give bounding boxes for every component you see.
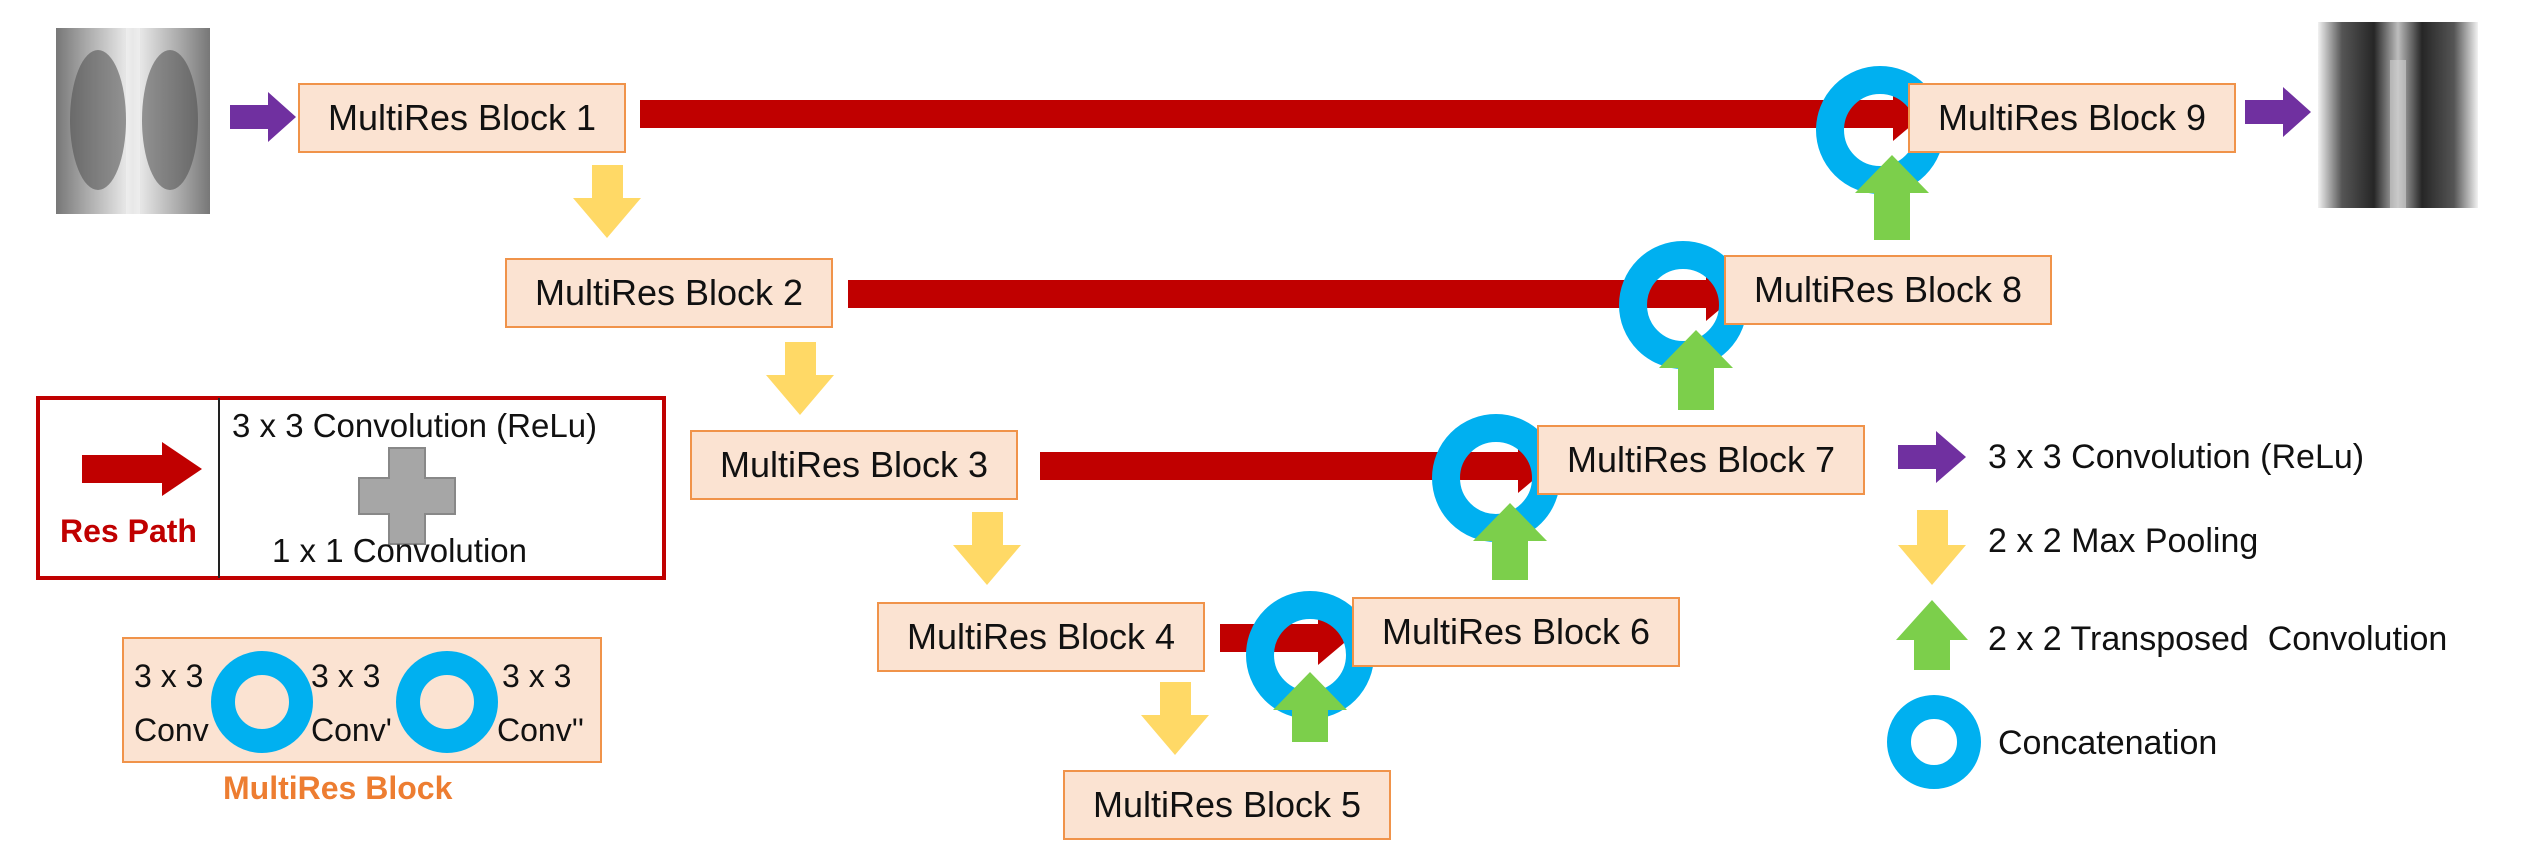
pool-arrow-3 [953,512,1021,585]
multires-block-7: MultiRes Block 7 [1537,425,1865,495]
multires-legend-row1-2: 3 x 3 [311,658,381,694]
conv-arrow-output [2245,87,2311,137]
respath-legend-conv1: 1 x 1 Convolution [272,532,527,569]
plus-icon [358,447,456,545]
respath-legend-box [36,396,666,580]
multires-block-3: MultiRes Block 3 [690,430,1018,500]
respath-legend-title: Res Path [60,513,197,549]
multires-block-4: MultiRes Block 4 [877,602,1205,672]
respath-legend-conv3: 3 x 3 Convolution (ReLu) [232,407,598,444]
multires-legend-ring-2 [396,651,498,753]
multires-block-6: MultiRes Block 6 [1352,597,1680,667]
legend-concat-icon [1887,695,1981,789]
legend-pool-label: 2 x 2 Max Pooling [1988,522,2259,560]
multires-legend-row1-3: 3 x 3 [502,658,572,694]
transposed-arrow-7-8 [1659,330,1733,410]
multires-block-1: MultiRes Block 1 [298,83,626,153]
multires-legend-box [122,637,602,763]
res-path-arrow-2-8 [848,267,1738,321]
respath-legend-arrow [82,442,202,496]
multires-block-9: MultiRes Block 9 [1908,83,2236,153]
legend-transposed-label: 2 x 2 Transposed Convolution [1988,620,2448,658]
legend-conv-label: 3 x 3 Convolution (ReLu) [1988,438,2365,476]
multires-block-8: MultiRes Block 8 [1724,255,2052,325]
conv-arrow-input [230,92,296,142]
multires-legend-title: MultiRes Block [223,770,453,806]
pool-arrow-1 [573,165,641,238]
legend-concat-label: Concatenation [1998,724,2218,762]
xray-output-image [2318,22,2478,208]
legend-pool-icon [1898,510,1966,585]
multires-block-2: MultiRes Block 2 [505,258,833,328]
transposed-arrow-6-7 [1473,503,1547,580]
multires-legend-row1-1: 3 x 3 [134,658,204,694]
multires-legend-row2-1: Conv [134,712,209,748]
transposed-arrow-8-9 [1855,155,1929,240]
multires-legend-row2-3: Conv'' [497,712,584,748]
pool-arrow-4 [1141,682,1209,755]
multires-legend-ring-1 [211,651,313,753]
res-path-arrow-1-9 [640,87,1925,141]
multires-legend-row2-2: Conv' [311,712,392,748]
xray-input-image [56,28,210,214]
legend-transposed-icon [1896,600,1968,670]
multires-block-5: MultiRes Block 5 [1063,770,1391,840]
legend-conv-icon [1898,431,1966,483]
pool-arrow-2 [766,342,834,415]
transposed-arrow-5-6 [1273,672,1347,742]
